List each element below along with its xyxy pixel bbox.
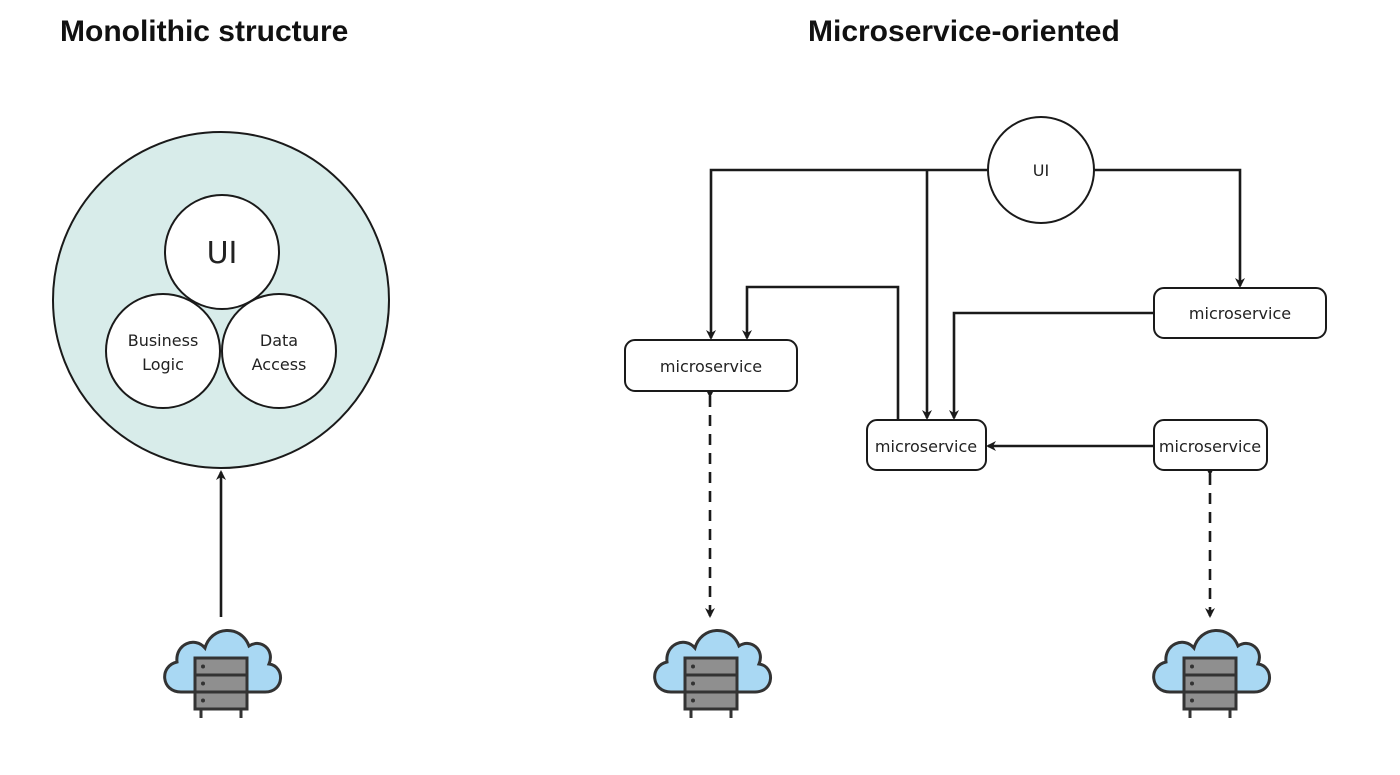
cloud-database-icon bbox=[1152, 629, 1271, 718]
ms-center-to-ms-left-connector bbox=[742, 285, 900, 420]
monolithic-title: Monolithic structure bbox=[60, 15, 348, 48]
monolith-data-access: Data Access bbox=[221, 293, 337, 409]
server-led-icon bbox=[201, 681, 205, 686]
business-logic-label-line2: Logic bbox=[142, 355, 184, 374]
server-led-icon bbox=[691, 681, 695, 686]
cloud-database-icon bbox=[653, 629, 772, 718]
data-access-label-line2: Access bbox=[252, 355, 307, 374]
ms-center-box: microservice bbox=[866, 419, 987, 471]
ms-left-label: microservice bbox=[660, 357, 762, 376]
server-unit bbox=[1182, 690, 1238, 711]
microservice-ui: UI bbox=[987, 116, 1095, 224]
ms-right-top-label: microservice bbox=[1189, 304, 1291, 323]
server-led-icon bbox=[1190, 664, 1194, 669]
server-led-icon bbox=[691, 698, 695, 703]
server-unit bbox=[683, 690, 739, 711]
server-led-icon bbox=[201, 664, 205, 669]
cloud-database-icon bbox=[163, 629, 282, 718]
server-led-icon bbox=[201, 698, 205, 703]
data-access-label-line1: Data bbox=[260, 331, 298, 350]
server-unit bbox=[193, 690, 249, 711]
ms-center-label: microservice bbox=[875, 437, 977, 456]
ms-right-top-to-ms-center-connector bbox=[949, 311, 1154, 420]
server-rack-icon bbox=[1182, 656, 1238, 718]
ui-to-ms-right-top-connector bbox=[1094, 168, 1245, 288]
ms-left-box: microservice bbox=[624, 339, 798, 392]
ms-right-top-box: microservice bbox=[1153, 287, 1327, 339]
server-led-icon bbox=[1190, 681, 1194, 686]
server-rack-icon bbox=[683, 656, 739, 718]
monolith-ui-label: UI bbox=[207, 236, 238, 271]
monolith: UI Business Logic Data Access bbox=[52, 131, 390, 469]
monolith-ui: UI bbox=[164, 194, 280, 310]
ms-right-bottom-box: microservice bbox=[1153, 419, 1268, 471]
server-led-icon bbox=[691, 664, 695, 669]
microservice-title: Microservice-oriented bbox=[808, 15, 1120, 48]
server-rack-icon bbox=[193, 656, 249, 718]
ui-to-ms-left-connector bbox=[706, 168, 987, 340]
monolith-business-logic: Business Logic bbox=[105, 293, 221, 409]
microservice-ui-label: UI bbox=[1033, 161, 1049, 180]
ms-right-bottom-label: microservice bbox=[1159, 437, 1261, 456]
business-logic-label-line1: Business bbox=[128, 331, 199, 350]
server-led-icon bbox=[1190, 698, 1194, 703]
